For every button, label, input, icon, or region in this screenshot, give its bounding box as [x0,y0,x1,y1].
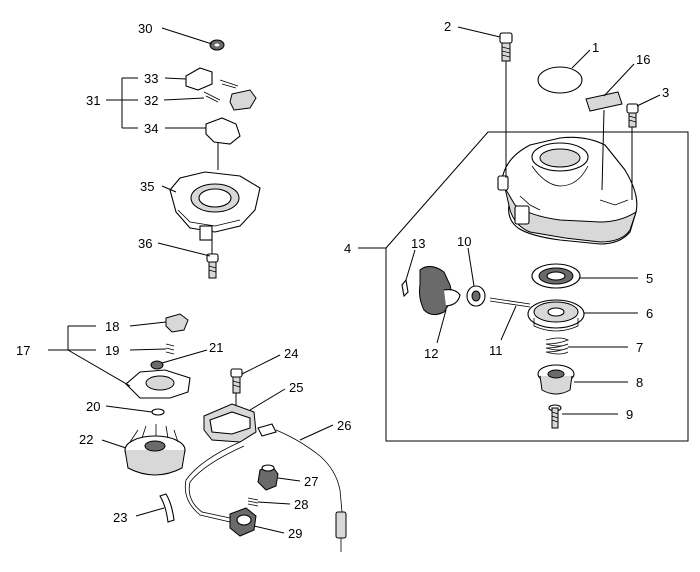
hv-lead [184,441,241,523]
bolt-36 [206,253,219,279]
callout-3: 3 [662,85,669,100]
callout-21: 21 [209,340,223,355]
cap-21 [150,360,164,370]
starter-handle [419,266,461,316]
decal-disc [537,66,583,94]
callout-4: 4 [344,241,351,256]
pawl-housing [125,369,191,399]
callout-9: 9 [626,407,633,422]
clamp-32 [229,89,257,111]
callout-6: 6 [646,306,653,321]
wire-26 [275,429,343,513]
callout-8: 8 [636,375,643,390]
label-plate [585,91,623,112]
starter-assembly-box [385,131,689,442]
plug-cap-29 [229,507,257,537]
callout-numbers: 30 33 31 32 34 35 36 2 1 16 3 4 13 10 5 … [16,19,669,541]
callout-27: 27 [304,474,318,489]
callout-16: 16 [636,52,650,67]
callout-20: 20 [86,399,100,414]
callout-30: 30 [138,21,152,36]
bushing-10 [466,285,486,307]
starter-rope [489,297,531,305]
ratchet-8 [537,364,575,395]
bolt-2 [499,32,513,62]
callout-17: 17 [16,343,30,358]
ignition-coil [203,403,277,443]
callout-28: 28 [294,497,308,512]
callout-1: 1 [592,40,599,55]
washer-20 [151,408,165,416]
callout-18: 18 [105,319,119,334]
bolt-3 [626,103,639,128]
leader-lines [48,26,661,534]
adapter-housing [169,171,261,241]
callout-33: 33 [144,71,158,86]
callout-10: 10 [457,234,471,249]
spring-7 [545,337,569,355]
callout-23: 23 [113,510,127,525]
callout-13: 13 [411,236,425,251]
callout-36: 36 [138,236,152,251]
callout-29: 29 [288,526,302,541]
bolt-24 [230,368,243,394]
tube-23 [159,493,175,523]
bracket-34 [205,117,241,145]
clamp-33 [185,67,213,91]
callout-32: 32 [144,93,158,108]
spring-28 [247,497,259,507]
pin-13 [401,278,409,298]
callout-24: 24 [284,346,298,361]
plug-boot-27 [257,464,279,491]
flywheel [124,424,186,476]
recoil-spring [531,263,581,289]
spring-19 [165,343,175,355]
callout-35: 35 [140,179,154,194]
small-screws [203,79,239,103]
screw-9 [548,404,562,429]
callout-26: 26 [337,418,351,433]
callout-31: 31 [86,93,100,108]
callout-7: 7 [636,340,643,355]
callout-22: 22 [79,432,93,447]
callout-2: 2 [444,19,451,34]
callout-11: 11 [489,343,503,358]
callout-19: 19 [105,343,119,358]
callout-34: 34 [144,121,158,136]
block-18 [165,313,189,333]
callout-12: 12 [424,346,438,361]
callout-25: 25 [289,380,303,395]
starter-pulley [527,299,585,332]
callout-5: 5 [646,271,653,286]
starter-housing [497,136,638,245]
